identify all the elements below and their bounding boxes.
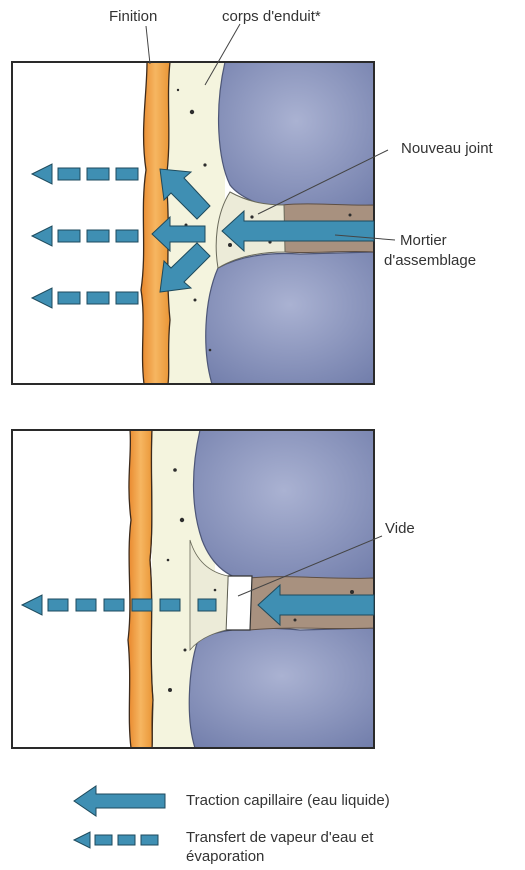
legend-capillary-icon [74,786,165,816]
label-corps-enduit: corps d'enduit* [222,8,321,26]
legend-vapour-label-line2: évaporation [186,848,264,866]
legend-vapour-label-line1: Transfert de vapeur d'eau et [186,829,373,847]
stone-top [219,62,374,210]
top-panel [12,24,395,384]
label-mortier-line1: Mortier [400,232,447,250]
finish-layer-2 [128,430,153,748]
legend [74,786,165,848]
leader-finition [146,26,150,64]
label-nouveau-joint: Nouveau joint [401,140,493,158]
void-gap [226,576,252,630]
label-finition: Finition [109,8,157,26]
legend-vapour-icon [74,832,158,848]
label-vide: Vide [385,520,415,538]
legend-capillary-label: Traction capillaire (eau liquide) [186,792,390,810]
bottom-panel [12,430,382,748]
stone-bottom-2 [189,628,374,748]
label-mortier-line2: d'assemblage [384,252,476,270]
stone-bottom [206,252,374,384]
stone-top-2 [194,430,375,582]
